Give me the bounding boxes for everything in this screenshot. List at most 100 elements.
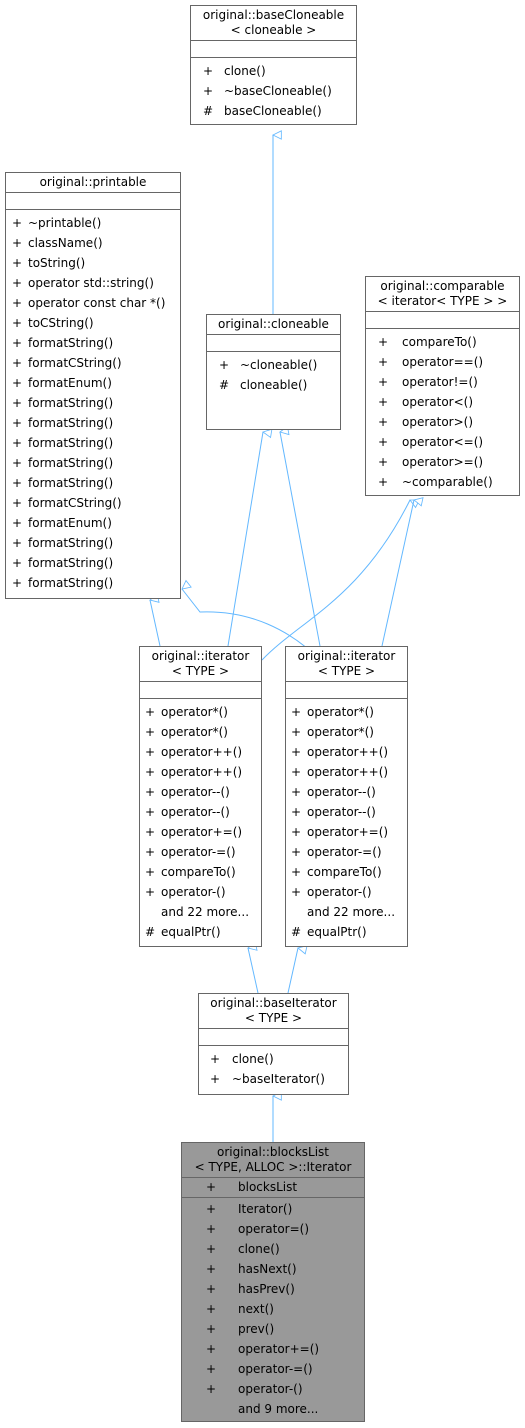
member-name: operator-=() xyxy=(161,845,236,859)
member-name: operator-=() xyxy=(307,845,382,859)
member-row: +operator-() xyxy=(182,1379,364,1399)
visibility-marker: + xyxy=(12,276,23,290)
visibility-marker: + xyxy=(12,556,23,570)
edge-baseiterator-to-iteratorB xyxy=(287,948,298,994)
member-row: #cloneable() xyxy=(207,375,340,395)
member-name: operator=() xyxy=(238,1222,310,1236)
class-node-iterator-left[interactable]: original::iterator < TYPE > +operator*()… xyxy=(139,646,262,947)
visibility-marker: # xyxy=(145,925,156,939)
member-row: +formatString() xyxy=(6,333,180,353)
member-row: +operator--() xyxy=(140,782,261,802)
member-row: +operator*() xyxy=(140,722,261,742)
visibility-marker: + xyxy=(378,355,389,369)
member-name: formatCString() xyxy=(28,496,122,510)
member-row: #equalPtr() xyxy=(286,922,407,942)
member-row: +operator-=() xyxy=(182,1359,364,1379)
class-title: original::cloneable xyxy=(218,317,329,331)
member-row: + operator std::string() xyxy=(6,273,180,293)
member-name: operator-() xyxy=(238,1382,303,1396)
member-name: and 22 more... xyxy=(307,905,396,919)
visibility-marker: + xyxy=(378,335,389,349)
member-row: +compareTo() xyxy=(366,332,519,352)
member-name: operator*() xyxy=(307,705,374,719)
member-name: ~comparable() xyxy=(402,475,493,489)
class-node-baseiterator[interactable]: original::baseIterator < TYPE > +clone()… xyxy=(198,993,349,1095)
class-title: original::blocksList < TYPE, ALLOC >::It… xyxy=(194,1145,352,1174)
visibility-marker: + xyxy=(12,216,23,230)
member-row: +operator>=() xyxy=(366,452,519,472)
member-name: equalPtr() xyxy=(161,925,221,939)
class-node-basecloneable[interactable]: original::baseCloneable < cloneable > +c… xyxy=(190,5,357,125)
visibility-marker: + xyxy=(378,375,389,389)
visibility-marker: + xyxy=(145,705,156,719)
class-node-comparable[interactable]: original::comparable < iterator< TYPE > … xyxy=(365,276,520,496)
edge-iteratorB-to-cloneable xyxy=(280,432,321,647)
member-name: formatString() xyxy=(28,476,114,490)
member-row: and 9 more... xyxy=(182,1399,364,1419)
class-node-iterator-right[interactable]: original::iterator < TYPE > +operator*()… xyxy=(285,646,408,947)
attributes-section xyxy=(207,334,340,351)
class-node-printable[interactable]: original::printable +~printable()+classN… xyxy=(5,172,181,599)
attributes-section xyxy=(6,192,180,209)
member-name: formatString() xyxy=(28,336,114,350)
class-title: original::iterator < TYPE > xyxy=(297,649,396,678)
class-node-blockslist-iterator[interactable]: original::blocksList < TYPE, ALLOC >::It… xyxy=(181,1142,365,1422)
member-name: clone() xyxy=(232,1052,274,1066)
visibility-marker: + xyxy=(12,416,23,430)
visibility-marker: + xyxy=(145,805,156,819)
member-name: operator*() xyxy=(307,725,374,739)
member-row: +formatString() xyxy=(6,433,180,453)
member-row: +hasNext() xyxy=(182,1259,364,1279)
member-row: +operator--() xyxy=(286,802,407,822)
member-row: +formatString() xyxy=(6,533,180,553)
visibility-marker: + xyxy=(206,1362,217,1376)
attributes-section xyxy=(199,1028,348,1045)
methods-section: + clone() +~baseIterator() xyxy=(199,1045,348,1093)
methods-section: +~printable()+className()+toString()+ope… xyxy=(6,209,180,597)
member-name: operator const char *() xyxy=(28,296,166,310)
class-title: original::comparable < iterator< TYPE > … xyxy=(377,279,508,308)
visibility-marker: + xyxy=(291,725,302,739)
member-name: clone() xyxy=(238,1242,280,1256)
member-name: equalPtr() xyxy=(307,925,367,939)
member-name: and 22 more... xyxy=(161,905,250,919)
visibility-marker: + xyxy=(378,435,389,449)
member-row: +~baseIterator() xyxy=(199,1069,348,1089)
edge-iteratorA-to-printable xyxy=(150,600,161,647)
member-name: operator+=() xyxy=(307,825,389,839)
member-name: and 9 more... xyxy=(238,1402,319,1416)
visibility-marker: + xyxy=(12,516,23,530)
visibility-marker: + xyxy=(291,705,302,719)
member-row: +compareTo() xyxy=(286,862,407,882)
visibility-marker: + xyxy=(12,316,23,330)
member-name: operator-() xyxy=(161,885,226,899)
class-node-cloneable[interactable]: original::cloneable +~cloneable()#clonea… xyxy=(206,314,341,430)
visibility-marker: # xyxy=(219,378,230,392)
visibility-marker: + xyxy=(291,785,302,799)
methods-section: +operator*()+operator*()+operator++()+op… xyxy=(140,698,261,946)
member-name: className() xyxy=(28,236,103,250)
member-name: operator++() xyxy=(307,765,389,779)
member-row: +operator++() xyxy=(286,742,407,762)
member-row: #baseCloneable() xyxy=(203,104,322,118)
methods-section: +Iterator()+operator=()+clone()+hasNext(… xyxy=(182,1197,364,1421)
member-name: formatString() xyxy=(28,456,114,470)
visibility-marker: + xyxy=(145,885,156,899)
member-row: +~comparable() xyxy=(366,472,519,492)
member-name: operator+=() xyxy=(238,1342,320,1356)
member-row: +clone() xyxy=(203,64,266,78)
visibility-marker: + xyxy=(145,865,156,879)
visibility-marker: + xyxy=(12,376,23,390)
member-name: operator--() xyxy=(161,785,230,799)
visibility-marker: + xyxy=(145,825,156,839)
member-name: operator std::string() xyxy=(28,276,154,290)
member-row: +compareTo() xyxy=(140,862,261,882)
member-row: +formatString() xyxy=(6,393,180,413)
member-row: + operator*() xyxy=(286,722,407,742)
class-title: original::iterator < TYPE > xyxy=(151,649,250,678)
member-name: operator!=() xyxy=(402,375,478,389)
member-name: operator<=() xyxy=(402,435,484,449)
attributes-section xyxy=(140,681,261,698)
visibility-marker: + xyxy=(210,1072,221,1086)
visibility-marker: + xyxy=(206,1302,217,1316)
